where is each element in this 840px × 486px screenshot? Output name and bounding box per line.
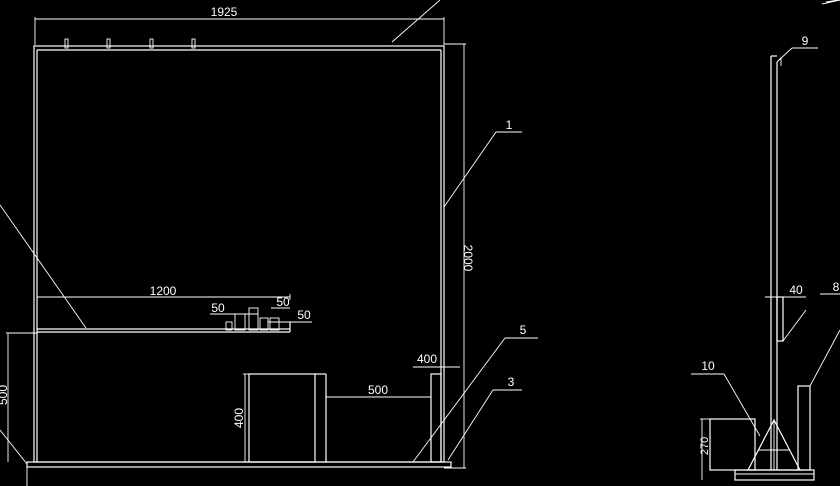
svg-text:10: 10 <box>701 359 715 373</box>
svg-text:1: 1 <box>506 118 513 132</box>
svg-text:5: 5 <box>520 323 527 337</box>
dim-shelf-gap-a: 50 <box>211 301 225 315</box>
dim-post-offset: 400 <box>417 352 437 366</box>
dim-block-spacing-label: 500 <box>368 383 388 397</box>
callout-5: 5 <box>412 323 538 463</box>
small-post: 400 <box>413 352 460 463</box>
dim-shelf-length-label: 1200 <box>150 284 177 298</box>
callout-1: 1 <box>443 118 522 208</box>
callout-8: 8 <box>809 280 840 387</box>
dim-height-total: 2000 <box>444 43 475 469</box>
dim-side-base: 270 <box>699 418 711 480</box>
svg-text:9: 9 <box>802 34 809 48</box>
shelf <box>37 307 312 333</box>
dim-width-total-label: 1925 <box>211 5 238 19</box>
side-view: 9 40 8 270 10 <box>691 0 840 481</box>
dim-left-height-label: 500 <box>0 385 10 405</box>
svg-text:270: 270 <box>699 437 711 455</box>
frame-outer <box>33 45 445 463</box>
dim-width-total: 1925 <box>34 5 445 45</box>
callout-3: 3 <box>447 375 522 461</box>
dim-block-spacing: 500 <box>326 383 431 398</box>
hooks <box>64 38 196 49</box>
side-base-plate <box>734 469 815 481</box>
block: 400 <box>232 373 327 463</box>
front-view: 1925 2000 <box>0 0 538 486</box>
callout-9: 9 <box>778 34 818 61</box>
base-plate <box>26 461 452 468</box>
callout-10: 10 <box>691 359 761 437</box>
dim-block-height: 400 <box>232 408 246 428</box>
svg-text:8: 8 <box>833 280 840 294</box>
dim-height-total-label: 2000 <box>461 245 475 272</box>
dim-left-height: 500 <box>0 332 37 465</box>
dim-side-offset: 40 <box>789 283 803 297</box>
dim-shelf-gap-c: 50 <box>297 308 311 322</box>
dim-shelf-gap-b: 50 <box>276 295 290 309</box>
dim-shelf-length: 1200 50 50 50 <box>36 284 311 330</box>
svg-text:3: 3 <box>508 375 515 389</box>
